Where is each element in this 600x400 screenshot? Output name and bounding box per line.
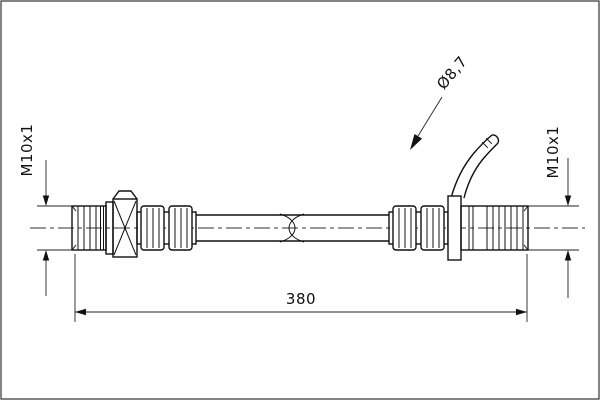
- bracket-hole-edge: [481, 137, 493, 149]
- hose-twist-symbol: [279, 213, 305, 243]
- left-thread-label: M10x1: [18, 124, 36, 177]
- arrowhead: [516, 308, 527, 316]
- left-thread-lines: [71, 205, 104, 251]
- arrowhead: [42, 250, 50, 261]
- left-fitting: [71, 190, 138, 258]
- right-thread-cylinder: [460, 205, 529, 251]
- dimension-overall-length: 380: [74, 254, 528, 322]
- dimension-right-thread: M10x1: [528, 126, 579, 298]
- arrowhead: [42, 195, 50, 206]
- right-crimp-sleeve: [388, 205, 449, 251]
- arrowhead: [564, 195, 572, 206]
- mounting-bracket: [447, 134, 500, 261]
- right-thread-label: M10x1: [544, 126, 562, 179]
- right-thread-lines: [468, 205, 529, 251]
- left-crimp-sleeve: [136, 205, 197, 251]
- bracket-tip: [491, 134, 500, 144]
- hose-body: [196, 213, 389, 243]
- bracket-arm: [450, 134, 500, 199]
- dimension-left-thread: M10x1: [18, 124, 72, 296]
- leader-line: [417, 96, 443, 137]
- left-sleeve-ribs: [146, 208, 188, 248]
- arrowhead: [410, 134, 423, 150]
- bracket-plate: [447, 195, 462, 261]
- right-fitting: [460, 205, 529, 251]
- left-hex-cross: [113, 200, 137, 256]
- bracket-hole-label: Ø8,7: [433, 53, 471, 93]
- left-boot-cone: [112, 190, 138, 200]
- arrowhead: [75, 308, 86, 316]
- arrowhead: [564, 250, 572, 261]
- dimension-bracket-hole: Ø8,7: [410, 53, 471, 150]
- overall-length-label: 380: [286, 290, 316, 308]
- left-sleeve-body: [136, 211, 197, 245]
- right-sleeve-ribs: [398, 208, 440, 248]
